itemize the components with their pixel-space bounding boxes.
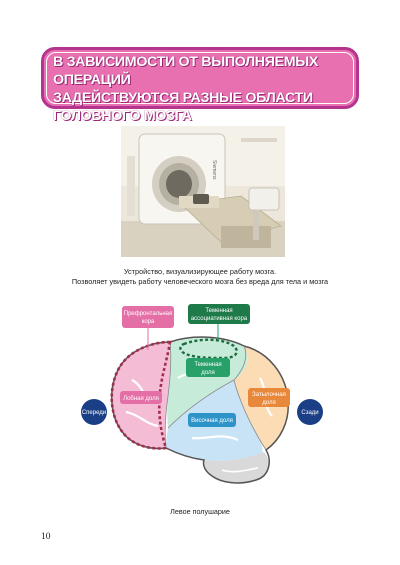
front-label: Спереди bbox=[82, 410, 106, 416]
mri-photo: Siemens bbox=[121, 126, 285, 257]
back-marker: Сзади bbox=[297, 399, 323, 425]
label-parietal-assoc: Теменная ассоциативная кора bbox=[188, 304, 250, 324]
label-prefrontal: Префронтальная кора bbox=[122, 306, 174, 328]
occipital-lobe-label-line2: доля bbox=[262, 400, 275, 406]
parietal-lobe-label-line2: доля bbox=[201, 370, 214, 376]
back-label: Сзади bbox=[301, 410, 318, 416]
temporal-lobe-label: Височная доля bbox=[191, 418, 233, 424]
brain-diagram: Префронтальная кора Теменная ассоциативн… bbox=[81, 304, 323, 484]
title-inner-border bbox=[46, 52, 354, 104]
caption-line-2: Позволяет увидеть работу человеческого м… bbox=[71, 277, 329, 286]
page-number: 10 bbox=[41, 532, 51, 542]
caption-line-1: Устройство, визуализирующее работу мозга… bbox=[123, 267, 277, 276]
prefrontal-label-line2: кора bbox=[142, 319, 155, 325]
frontal-lobe-label: Лобная доля bbox=[123, 396, 159, 402]
label-temporal-lobe: Височная доля bbox=[188, 413, 236, 427]
parietal-assoc-label-line1: Теменная bbox=[205, 308, 232, 314]
prefrontal-dashed-outline bbox=[110, 340, 172, 450]
label-parietal-lobe: Теменная доля bbox=[186, 358, 230, 377]
occipital-lobe-label-line1: Затылочная bbox=[252, 392, 286, 398]
front-marker: Спереди bbox=[81, 399, 107, 425]
parietal-assoc-label-line2: ассоциативная кора bbox=[191, 316, 248, 322]
section-title: В ЗАВИСИМОСТИ ОТ ВЫПОЛНЯЕМЫХ ОПЕРАЦИЙ ЗА… bbox=[53, 54, 319, 124]
prefrontal-label-line1: Префронтальная bbox=[124, 311, 172, 317]
label-frontal-lobe: Лобная доля bbox=[120, 391, 162, 404]
machine-brand-text: Siemens bbox=[211, 160, 217, 180]
parietal-lobe-label-line1: Теменная bbox=[194, 362, 221, 368]
cerebellum-region bbox=[203, 452, 269, 483]
mri-scanner-illustration: Siemens bbox=[121, 126, 285, 257]
hemisphere-caption: Левое полушарие bbox=[170, 507, 230, 516]
section-title-box: В ЗАВИСИМОСТИ ОТ ВЫПОЛНЯЕМЫХ ОПЕРАЦИЙ ЗА… bbox=[41, 47, 359, 124]
label-occipital-lobe: Затылочная доля bbox=[248, 388, 290, 407]
